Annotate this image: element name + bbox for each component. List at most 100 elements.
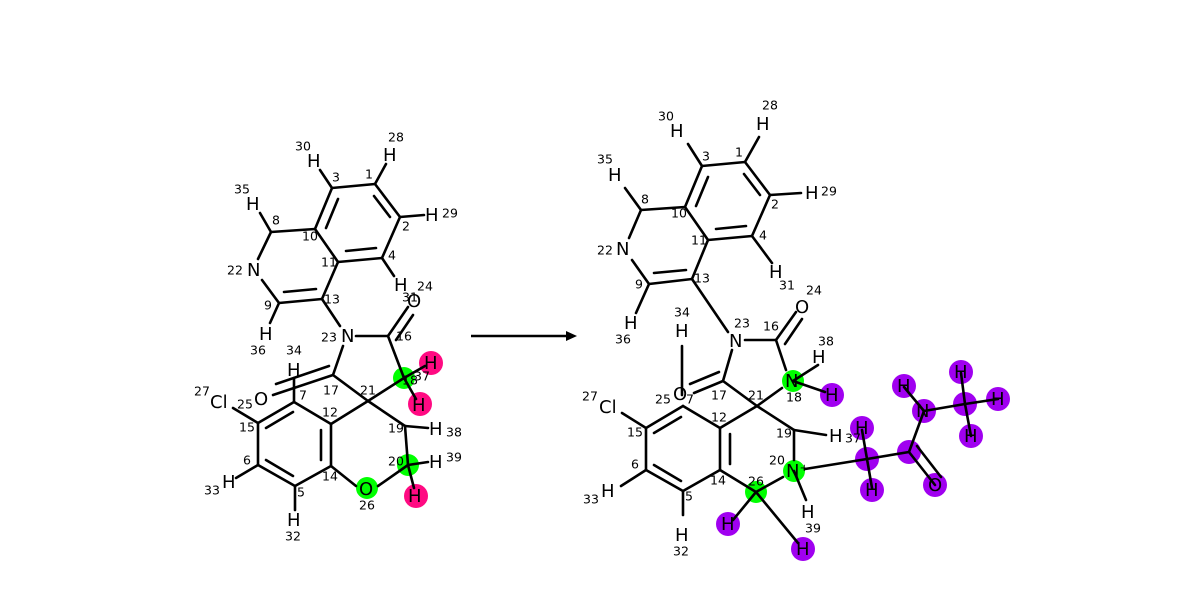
- atom-n18: N: [785, 371, 798, 392]
- atom-h-n18: H: [825, 385, 839, 406]
- atom-o-ketone: O: [673, 384, 687, 405]
- atom-index-6: 6: [243, 453, 251, 468]
- atom-index-25: 25: [655, 392, 671, 407]
- atom-index-25: 25: [237, 397, 253, 412]
- atom-index-11: 11: [691, 233, 707, 248]
- atom-index-37: 37: [845, 431, 861, 446]
- atom-index-22: 22: [597, 243, 613, 258]
- atom-index-29: 29: [821, 184, 837, 199]
- atom-index-5: 5: [297, 485, 305, 500]
- atom-h32: H: [287, 510, 301, 531]
- atom-index-16: 16: [763, 319, 779, 334]
- atom-amide-n: N: [916, 401, 929, 422]
- atom-index-20: 20: [388, 454, 404, 469]
- reactant-atom-labels: H H H H N H O H N H H Cl O H H H H O H H: [210, 145, 443, 531]
- product-molecule: H H H H N H O H H N H N H H H O Cl H N H…: [582, 98, 1010, 561]
- atom-index-18: 18: [402, 373, 418, 388]
- atom-methyl-h3: H: [964, 426, 978, 447]
- atom-cl27: Cl: [599, 397, 617, 418]
- atom-index-2: 2: [771, 197, 779, 212]
- atom-h33: H: [222, 472, 236, 493]
- atom-index-19: 19: [776, 426, 792, 441]
- atom-index-15: 15: [627, 425, 643, 440]
- atom-index-33: 33: [204, 483, 220, 498]
- atom-index-23: 23: [321, 330, 337, 345]
- reactant-highlights: [356, 351, 443, 508]
- atom-index-26: 26: [748, 474, 764, 489]
- atom-index-10: 10: [302, 229, 318, 244]
- atom-index-33: 33: [583, 492, 599, 507]
- product-bonds: [619, 135, 1000, 545]
- atom-index-24: 24: [417, 279, 433, 294]
- atom-o-ketone: O: [254, 389, 268, 410]
- atom-o24: O: [407, 291, 421, 312]
- atom-index-7: 7: [686, 392, 694, 407]
- atom-o24: O: [795, 297, 809, 318]
- atom-n22: N: [616, 239, 629, 260]
- atom-index-30: 30: [658, 109, 674, 124]
- atom-index-39: 39: [446, 450, 462, 465]
- atom-index-13: 13: [324, 292, 340, 307]
- atom-index-17: 17: [711, 388, 727, 403]
- atom-n23: N: [341, 326, 354, 347]
- atom-index-21: 21: [748, 388, 764, 403]
- atom-n22: N: [247, 260, 260, 281]
- atom-index-28: 28: [762, 98, 778, 113]
- atom-h38: H: [812, 347, 826, 368]
- atom-h31: H: [394, 275, 408, 296]
- atom-index-29: 29: [442, 206, 458, 221]
- atom-index-15: 15: [239, 420, 255, 435]
- atom-index-7: 7: [299, 388, 307, 403]
- atom-index-32: 32: [285, 529, 301, 544]
- reaction-arrow: [471, 331, 577, 341]
- atom-o26: O: [359, 479, 373, 500]
- atom-h18: H: [412, 395, 426, 416]
- atom-index-11: 11: [321, 255, 337, 270]
- atom-ch2-h1: H: [855, 418, 869, 439]
- atom-index-36: 36: [615, 332, 631, 347]
- atom-index-20: 20: [769, 453, 785, 468]
- atom-h35: H: [246, 194, 260, 215]
- atom-index-36: 36: [250, 343, 266, 358]
- atom-index-4: 4: [388, 248, 396, 263]
- atom-index-3: 3: [332, 170, 340, 185]
- atom-index-32: 32: [673, 544, 689, 559]
- reactant-bonds: [231, 162, 430, 512]
- atom-index-19: 19: [388, 421, 404, 436]
- atom-index-14: 14: [710, 473, 726, 488]
- atom-index-30: 30: [295, 139, 311, 154]
- atom-index-31: 31: [779, 278, 795, 293]
- atom-h39: H: [429, 452, 443, 473]
- highlight-h-20: [404, 484, 428, 508]
- highlight-atom-26: [356, 477, 378, 499]
- atom-index-27: 27: [194, 384, 210, 399]
- atom-h20: H: [408, 486, 422, 507]
- atom-h-26: H: [721, 514, 735, 535]
- atom-index-10: 10: [671, 206, 687, 221]
- highlight-h-n18: [820, 383, 844, 407]
- atom-h28: H: [756, 114, 770, 135]
- atom-h29: H: [805, 183, 819, 204]
- atom-index-22: 22: [227, 263, 243, 278]
- atom-index-24: 24: [806, 283, 822, 298]
- atom-index-12: 12: [322, 405, 338, 420]
- atom-index-31: 31: [402, 290, 418, 305]
- atom-h36: H: [624, 313, 638, 334]
- atom-index-27: 27: [582, 389, 598, 404]
- atom-ch2-h2: H: [865, 480, 879, 501]
- atom-h30: H: [307, 151, 321, 172]
- atom-h34: H: [287, 360, 301, 381]
- atom-h35: H: [608, 165, 622, 186]
- atom-methyl-h2: H: [991, 389, 1005, 410]
- atom-index-26: 26: [359, 498, 375, 513]
- atom-h31: H: [769, 262, 783, 283]
- highlight-ch2-h1: [850, 416, 874, 440]
- atom-h-26b: H: [796, 539, 810, 560]
- atom-index-34: 34: [674, 305, 690, 320]
- atom-h38: H: [429, 419, 443, 440]
- atom-index-6: 6: [631, 457, 639, 472]
- atom-index-23: 23: [734, 316, 750, 331]
